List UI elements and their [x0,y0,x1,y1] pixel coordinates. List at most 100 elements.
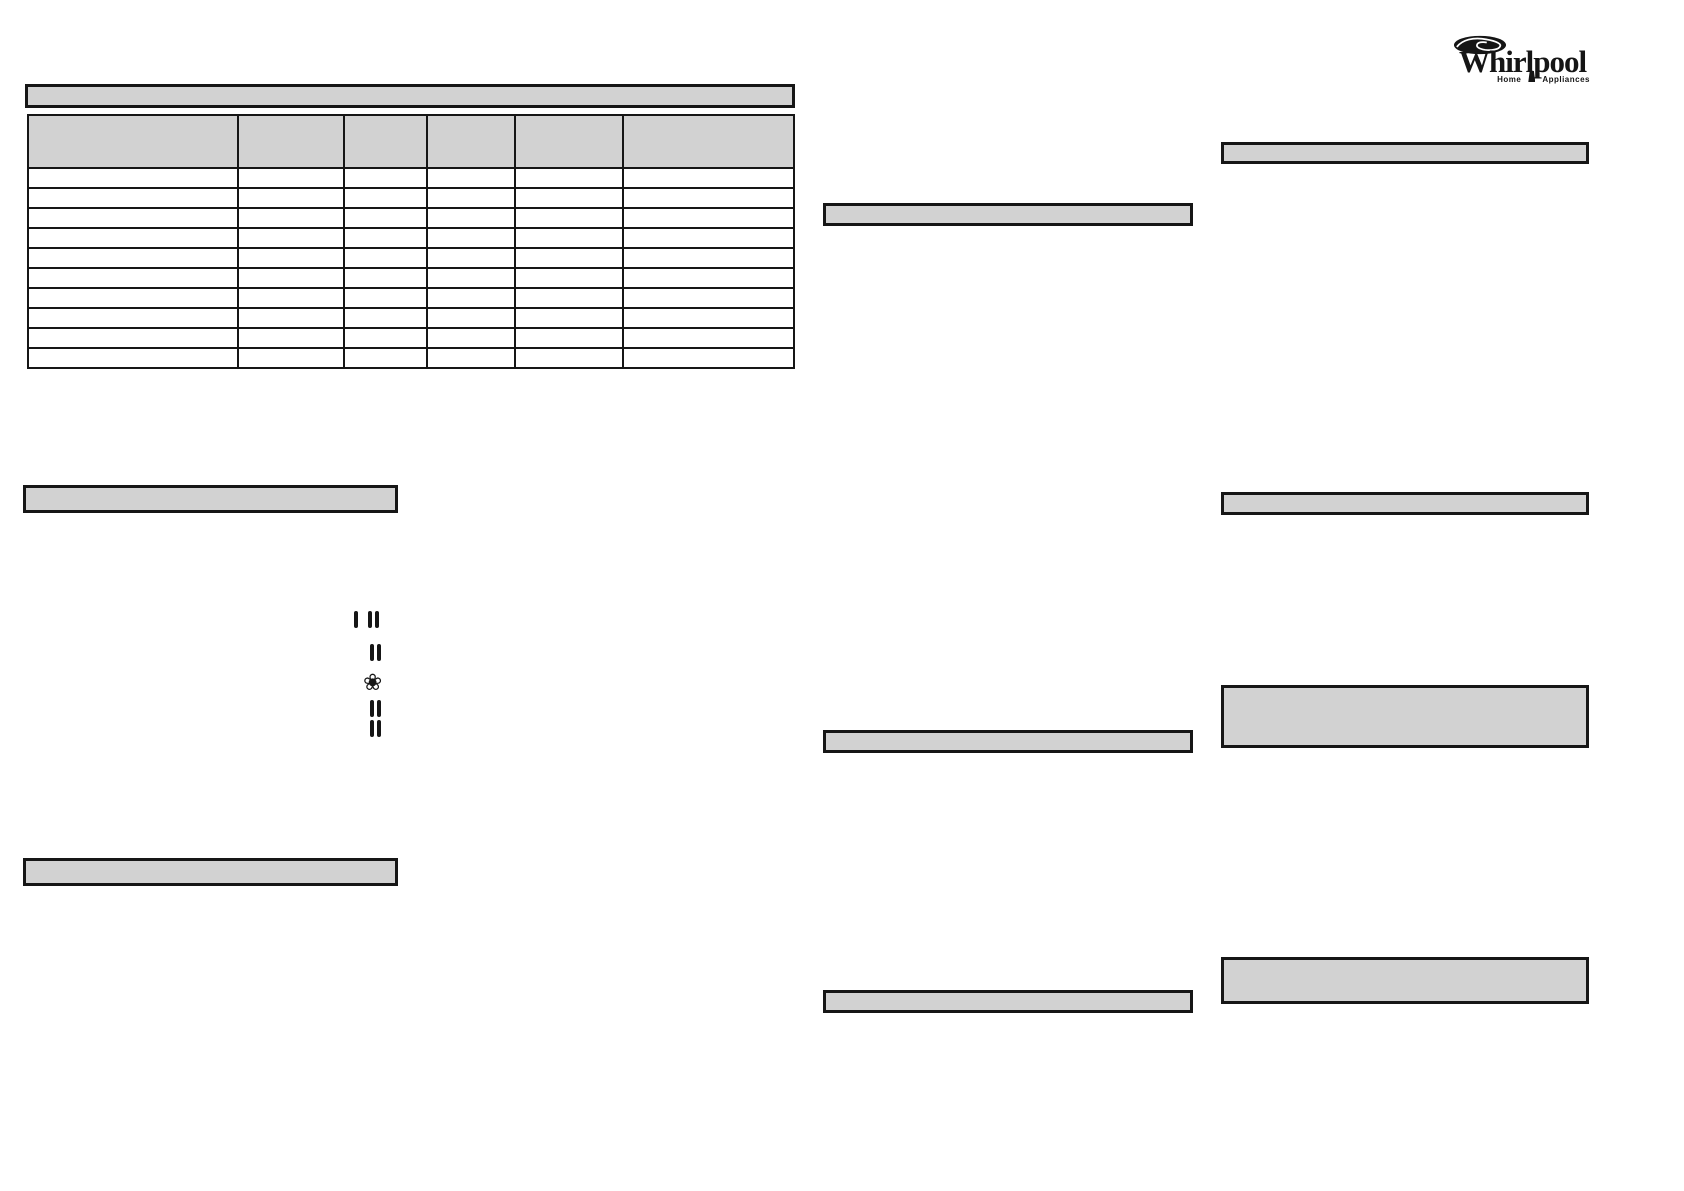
table-cell [237,247,345,269]
table-cell [343,187,428,209]
table-cell [27,167,239,189]
table-cell [426,287,516,309]
table-row [27,327,795,349]
section-heading-bar-middle-1 [823,203,1193,226]
table-cell [27,247,239,269]
symbol-bar [370,700,374,717]
table-cell [622,247,795,269]
table-cell [343,347,428,369]
section-heading-text [1224,495,1586,499]
symbol-bar-group [354,611,358,628]
symbol-bar-group [370,720,381,737]
section-heading-text [826,733,1190,737]
table-cell [27,267,239,289]
table-row [27,267,795,289]
table-cell [514,207,624,229]
symbol-bar [377,720,381,737]
section-heading-text [1224,145,1586,149]
table-cell [426,347,516,369]
table-cell [27,347,239,369]
table-row [27,247,795,269]
table-cell [622,167,795,189]
table-cell [237,347,345,369]
florette-icon: ❀ [363,670,383,696]
table-header-cell [27,114,239,169]
program-table-header [27,114,795,169]
program-table [27,114,795,369]
section-heading-text [826,206,1190,210]
table-cell [426,207,516,229]
table-cell [426,307,516,329]
symbol-bar-group [368,611,379,628]
tagline-home: Home [1497,75,1522,84]
table-title-heading-bar [25,84,795,108]
table-row [27,307,795,329]
table-cell [514,227,624,249]
table-cell [27,227,239,249]
table-title-text [28,87,792,91]
section-heading-bar-right-2 [1221,492,1589,515]
table-cell [237,267,345,289]
table-cell [343,287,428,309]
table-cell [426,247,516,269]
thermostat-symbol-II [370,700,381,717]
table-cell [27,307,239,329]
symbol-bar [377,644,381,661]
p-descender-mark [1528,71,1536,82]
table-row [27,207,795,229]
table-cell [343,227,428,249]
table-header-cell [514,114,624,169]
section-heading-text [826,993,1190,997]
table-cell [426,267,516,289]
table-header-cell [343,114,428,169]
table-cell [27,287,239,309]
section-heading-box-right-3 [1221,685,1589,748]
section-heading-bar-middle-2 [823,730,1193,753]
table-cell [343,327,428,349]
program-table-body [27,167,795,369]
table-cell [27,327,239,349]
table-row [27,227,795,249]
table-cell [426,227,516,249]
symbol-bar [375,611,379,628]
table-cell [237,307,345,329]
table-cell [514,187,624,209]
section-heading-text [1224,960,1586,964]
table-cell [514,167,624,189]
brand-wordmark: Whirlpool [1459,44,1587,79]
whirlpool-logo: Whirlpool Home Appliances [1448,28,1598,90]
table-cell [514,347,624,369]
table-cell [27,187,239,209]
symbol-bar-group [370,644,381,661]
tagline-appliances: Appliances [1542,75,1590,84]
section-heading-bar-right-4 [1221,957,1589,1004]
table-cell [237,167,345,189]
symbol-bar [370,644,374,661]
symbol-bar [377,700,381,717]
table-cell [237,227,345,249]
table-cell [343,167,428,189]
table-cell [426,327,516,349]
table-cell [622,187,795,209]
section-heading-text [26,861,395,865]
table-row [27,167,795,189]
table-cell [237,187,345,209]
symbol-bar [354,611,358,628]
table-cell [514,287,624,309]
table-row [27,347,795,369]
thermostat-symbol-II [370,720,381,737]
symbol-bar-group [370,700,381,717]
symbol-bar [368,611,372,628]
section-heading-bar-left-1 [23,485,398,513]
table-row [27,187,795,209]
section-heading-bar-right-1 [1221,142,1589,164]
brand-tagline: Home Appliances [1448,71,1590,84]
table-cell [426,187,516,209]
table-cell [343,247,428,269]
section-heading-text [1224,688,1586,692]
table-cell [27,207,239,229]
table-cell [237,287,345,309]
section-heading-bar-middle-3 [823,990,1193,1013]
table-cell [514,327,624,349]
thermostat-symbol-II [370,644,381,661]
